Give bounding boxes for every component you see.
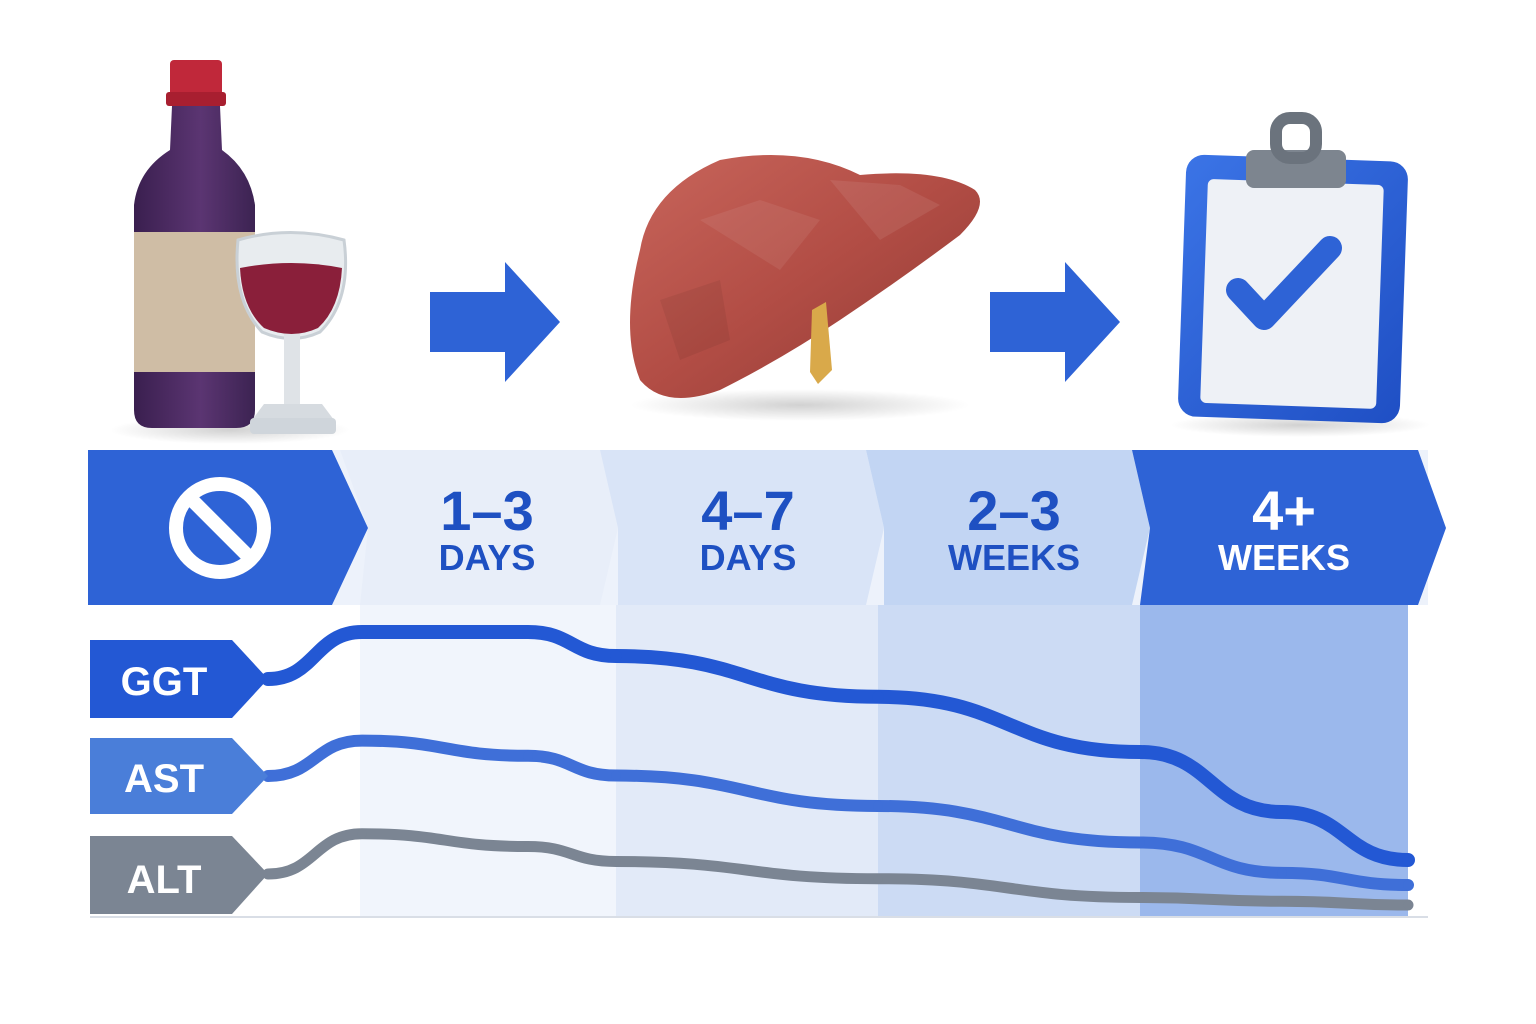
ast-label-tag: AST (90, 738, 268, 814)
chart-column-3 (878, 605, 1140, 917)
ggt-line-point (1276, 806, 1288, 818)
ast-line-point (873, 800, 883, 811)
stage-cell-1 (340, 450, 618, 605)
stage-band: 1–3 DAYS 4–7 DAYS 2–3 WEEKS 4+ WEEKS (88, 450, 1446, 605)
stage-cell-2 (600, 450, 884, 605)
alt-line-point (1403, 900, 1413, 910)
arrow-right-icon (990, 262, 1120, 382)
ggt-line-point (1134, 746, 1146, 758)
series-layer (261, 624, 1415, 911)
ggt-line-point (610, 650, 622, 662)
alt-label-tag: ALT (90, 836, 268, 914)
stage-cell-3 (866, 450, 1150, 605)
stage-3-value: 2–3 (967, 479, 1060, 542)
stage-4-unit: WEEKS (1218, 537, 1350, 578)
ggt-line (261, 624, 1415, 867)
alt-line-point (611, 856, 621, 867)
stage-1-value: 1–3 (440, 479, 533, 542)
clipboard-check-icon (1170, 112, 1430, 437)
ggt-label-tag: GGT (90, 640, 268, 718)
alt-line-point (357, 829, 367, 839)
ggt-line-point (872, 690, 884, 703)
stage-4-value: 4+ (1252, 479, 1316, 542)
ast-label: AST (124, 757, 204, 801)
alt-line-point (873, 874, 883, 884)
alt-line-point (1277, 896, 1287, 906)
ggt-label: GGT (121, 660, 208, 704)
alt-line-point (523, 841, 533, 852)
arrow-right-icon (430, 262, 560, 382)
stage-2-unit: DAYS (700, 537, 797, 578)
alt-line (262, 828, 1414, 911)
no-symbol-icon (169, 477, 271, 579)
ggt-line-point (522, 626, 534, 638)
ast-line-point (1403, 880, 1413, 890)
liver-icon (630, 155, 980, 421)
ggt-line-point (1402, 854, 1414, 866)
alt-line-point (1135, 892, 1145, 903)
ast-line-point (611, 770, 621, 781)
ast-line-point (523, 750, 533, 761)
enzyme-chart: GGT AST ALT (90, 605, 1428, 918)
stage-2-value: 4–7 (701, 479, 794, 542)
ast-line-point (357, 735, 367, 746)
alt-label: ALT (127, 858, 202, 902)
stage-1-unit: DAYS (439, 537, 536, 578)
wine-bottle-and-glass-icon (110, 60, 350, 444)
ast-line-point (1277, 867, 1287, 878)
ast-line-point (1135, 837, 1145, 848)
stage-3-unit: WEEKS (948, 537, 1080, 578)
ggt-line-point (356, 626, 368, 638)
stage-cell-4 (1132, 450, 1446, 605)
ast-line (262, 734, 1414, 891)
